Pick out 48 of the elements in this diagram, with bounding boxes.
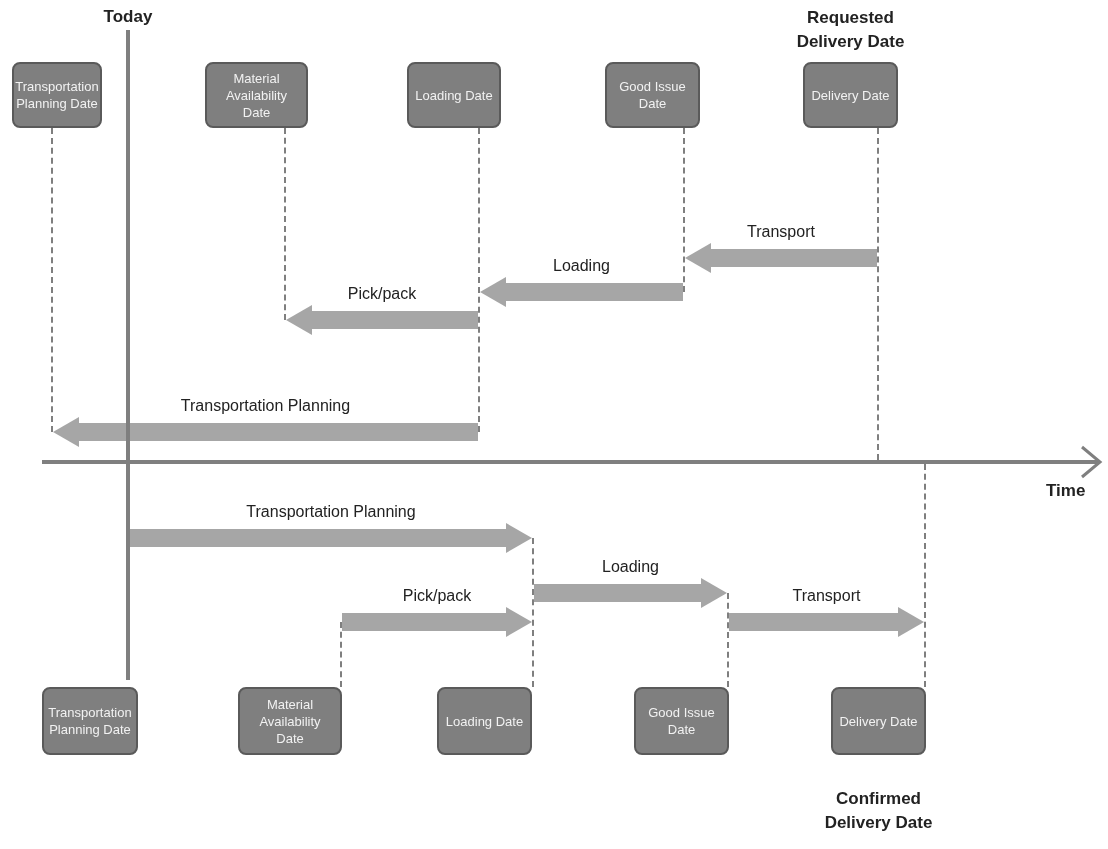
edge-label: Transportation Planning bbox=[245, 502, 417, 522]
today-label: Today bbox=[102, 6, 154, 28]
dashed-guide-line bbox=[683, 128, 685, 292]
box-label: Delivery Date bbox=[839, 712, 918, 730]
box-label: Loading Date bbox=[415, 86, 493, 104]
dashed-guide-line bbox=[340, 622, 342, 687]
box-label: Material Availability Date bbox=[258, 695, 322, 747]
edge-label: Pick/pack bbox=[346, 284, 418, 304]
date-box bbox=[803, 62, 898, 128]
dashed-guide-line bbox=[51, 128, 53, 432]
block-arrow bbox=[685, 243, 877, 273]
edge-label: Pick/pack bbox=[401, 586, 473, 606]
date-box bbox=[12, 62, 102, 128]
date-box bbox=[634, 687, 729, 755]
date-box bbox=[437, 687, 532, 755]
edge-label: Transportation Planning bbox=[179, 396, 352, 416]
date-box bbox=[407, 62, 501, 128]
dashed-guide-line bbox=[478, 128, 480, 432]
dashed-guide-line bbox=[924, 464, 926, 687]
block-arrow bbox=[53, 417, 478, 447]
date-box bbox=[831, 687, 926, 755]
edge-label: Transport bbox=[791, 586, 862, 606]
box-label: Transportation Planning Date bbox=[15, 78, 99, 112]
date-caption: Requested Delivery Date bbox=[795, 7, 906, 53]
dashed-guide-line bbox=[532, 538, 534, 687]
box-label: Delivery Date bbox=[811, 86, 890, 104]
block-arrow bbox=[729, 607, 924, 637]
edge-label: Transport bbox=[746, 222, 816, 242]
edge-label: Loading bbox=[552, 256, 611, 276]
dashed-guide-line bbox=[877, 128, 879, 460]
date-caption: Confirmed Delivery Date bbox=[823, 788, 934, 834]
date-box bbox=[42, 687, 138, 755]
box-label: Good Issue Date bbox=[618, 78, 687, 112]
box-label: Good Issue Date bbox=[647, 704, 716, 738]
block-arrow bbox=[286, 305, 478, 335]
dashed-guide-line bbox=[727, 593, 729, 687]
dashed-guide-line bbox=[284, 128, 286, 320]
block-arrow bbox=[480, 277, 683, 307]
box-label: Material Availability Date bbox=[224, 69, 289, 121]
box-label: Loading Date bbox=[445, 712, 524, 730]
axis-label: Time bbox=[1046, 480, 1086, 502]
date-box bbox=[605, 62, 700, 128]
box-label: Transportation Planning Date bbox=[48, 704, 132, 738]
date-box bbox=[238, 687, 342, 755]
block-arrow bbox=[130, 523, 532, 553]
date-box bbox=[205, 62, 308, 128]
block-arrow bbox=[342, 607, 532, 637]
edge-label: Loading bbox=[601, 557, 660, 577]
